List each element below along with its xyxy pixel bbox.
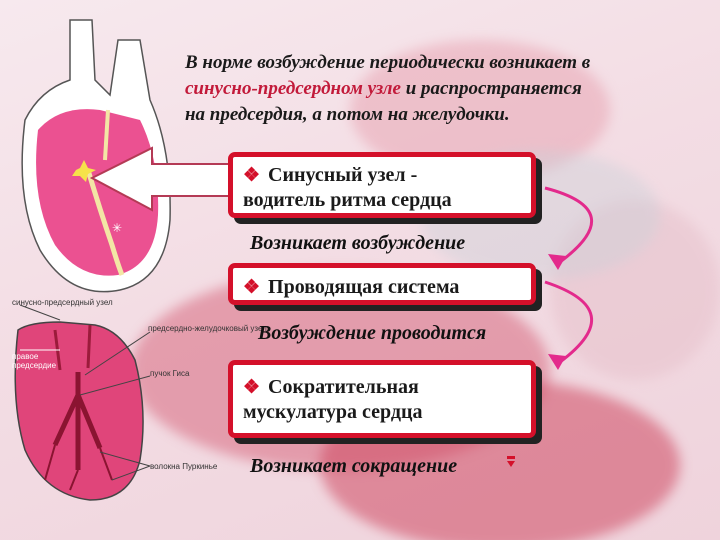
intro-line2-rest: и распространяется — [400, 78, 582, 99]
label-right-atrium: правое предсердие — [12, 352, 57, 370]
intro-line1: В норме возбуждение периодически возника… — [185, 52, 591, 73]
box-conduction-system: ❖ Проводящая система — [228, 263, 536, 305]
intro-text: В норме возбуждение периодически возника… — [185, 50, 705, 128]
flow-arrows — [544, 186, 594, 364]
intro-line3: на предсердия, а потом на желудочки. — [185, 104, 510, 125]
box2-line1: Проводящая система — [268, 276, 460, 298]
label-purkinje: волокна Пуркинье — [150, 462, 218, 471]
box1-line1: Синусный узел - — [268, 164, 418, 186]
box3-line2: мускулатура сердца — [243, 401, 423, 423]
heart-top-image: ✳ — [21, 19, 171, 293]
diamond-bullet-icon: ❖ — [243, 277, 261, 298]
label-sa-node: синусно-предсердный узел — [12, 298, 113, 307]
intro-highlight: синусно-предсердном узле — [185, 78, 401, 99]
sa-node-star-icon — [72, 160, 96, 182]
box3-line1: Сократительная — [268, 376, 419, 398]
svg-text:✳: ✳ — [112, 221, 122, 235]
caption-excitation-conducted: Возбуждение проводится — [258, 322, 487, 344]
label-av-node: предсердно-желудочковый узел — [148, 324, 267, 333]
box-sinus-node: ❖ Синусный узел - водитель ритма сердца — [228, 152, 536, 218]
box1-line2: водитель ритма сердца — [243, 189, 452, 211]
diamond-bullet-icon: ❖ — [243, 165, 261, 186]
label-bundle: пучок Гиса — [150, 369, 190, 378]
caption-contraction-arises: Возникает сокращение — [250, 455, 458, 477]
box-contractile-muscle: ❖ Сократительная мускулатура сердца — [228, 360, 536, 438]
diamond-bullet-icon: ❖ — [243, 377, 261, 398]
end-marker-icon — [507, 456, 515, 467]
caption-excitation-arises: Возникает возбуждение — [250, 232, 466, 254]
heart-conduction-image — [14, 304, 151, 501]
